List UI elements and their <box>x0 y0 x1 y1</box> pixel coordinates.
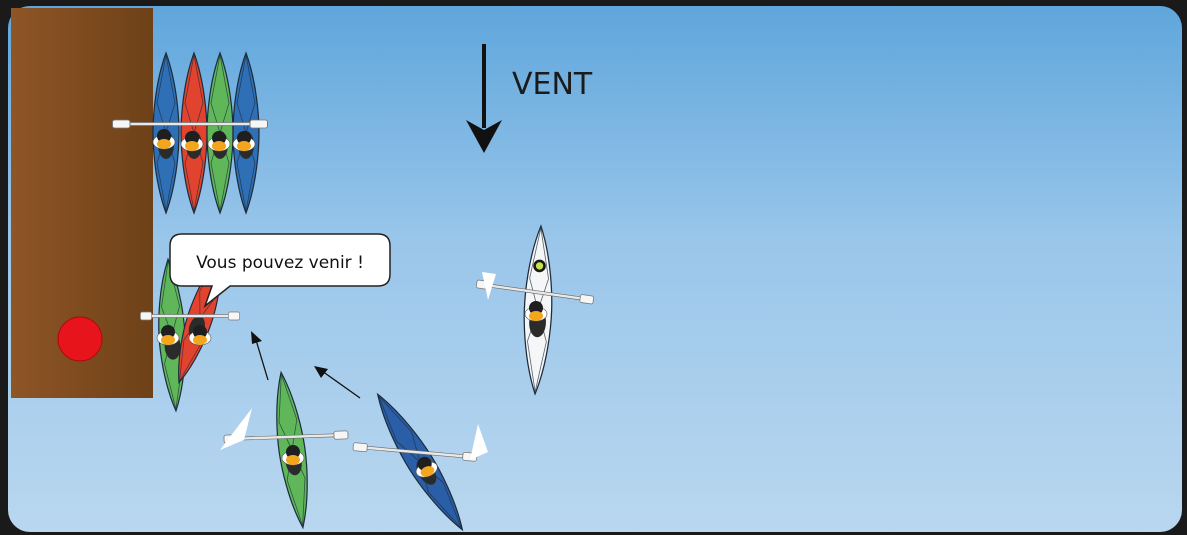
speech-bubble-text: Vous pouvez venir ! <box>196 253 364 273</box>
wind-label: VENT <box>512 67 593 102</box>
buoy-marker-icon <box>58 317 102 361</box>
